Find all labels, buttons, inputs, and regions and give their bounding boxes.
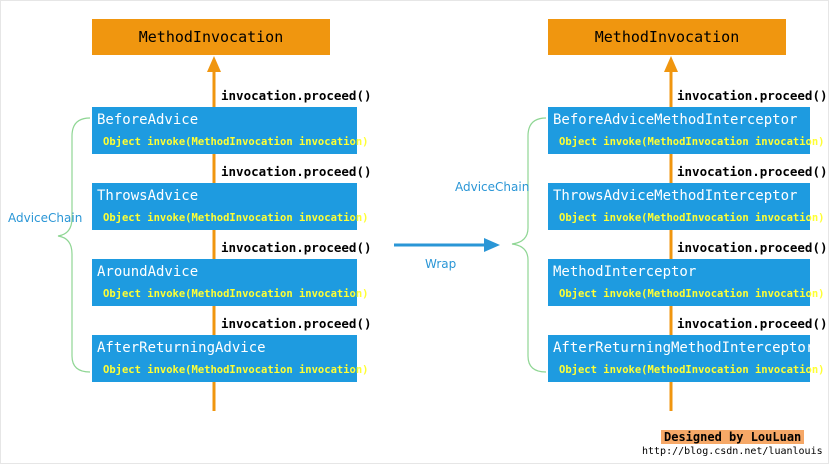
wrap-label: Wrap	[425, 257, 457, 271]
right-proceed-label: invocation.proceed()	[677, 88, 828, 103]
left-advice-box-after-returning: AfterReturningAdvice Object invoke(Metho…	[92, 335, 369, 382]
left-proceed-arrow-head	[207, 56, 221, 72]
left-proceed-label: invocation.proceed()	[221, 164, 372, 179]
interceptor-method-signature: Object invoke(MethodInvocation invocatio…	[559, 364, 825, 376]
advice-method-signature: Object invoke(MethodInvocation invocatio…	[103, 364, 369, 376]
left-advice-chain-brace	[57, 117, 91, 373]
left-method-invocation-title: MethodInvocation	[138, 28, 284, 46]
left-advice-box-throws: ThrowsAdvice Object invoke(MethodInvocat…	[92, 183, 369, 230]
left-proceed-label: invocation.proceed()	[221, 240, 372, 255]
right-method-invocation-title: MethodInvocation	[594, 28, 740, 46]
left-proceed-label: invocation.proceed()	[221, 88, 372, 103]
left-advice-box-around: AroundAdvice Object invoke(MethodInvocat…	[92, 259, 369, 306]
right-interceptor-box-after-returning: AfterReturningMethodInterceptor Object i…	[548, 335, 825, 382]
interceptor-method-signature: Object invoke(MethodInvocation invocatio…	[559, 288, 825, 300]
right-proceed-label: invocation.proceed()	[677, 240, 828, 255]
right-interceptor-box-before: BeforeAdviceMethodInterceptor Object inv…	[548, 107, 825, 154]
wrap-arrow-head	[484, 238, 500, 252]
right-interceptor-box-throws: ThrowsAdviceMethodInterceptor Object inv…	[548, 183, 825, 230]
left-advice-box-before: BeforeAdvice Object invoke(MethodInvocat…	[92, 107, 369, 154]
advice-method-signature: Object invoke(MethodInvocation invocatio…	[103, 288, 369, 300]
right-advice-chain-label: AdviceChain	[455, 180, 530, 194]
designer-credit: Designed by LouLuan	[661, 430, 805, 444]
blog-url: http://blog.csdn.net/luanlouis	[642, 446, 823, 457]
advice-name: AroundAdvice	[97, 264, 199, 280]
left-method-invocation-box: MethodInvocation	[92, 19, 330, 55]
interceptor-name: MethodInterceptor	[553, 264, 697, 280]
advice-name: AfterReturningAdvice	[97, 340, 266, 356]
advice-name: BeforeAdvice	[97, 112, 199, 128]
right-method-invocation-box: MethodInvocation	[548, 19, 786, 55]
interceptor-method-signature: Object invoke(MethodInvocation invocatio…	[559, 136, 825, 148]
right-proceed-arrow-head	[664, 56, 678, 72]
left-proceed-label: invocation.proceed()	[221, 316, 372, 331]
advice-method-signature: Object invoke(MethodInvocation invocatio…	[103, 136, 369, 148]
left-advice-chain-label: AdviceChain	[8, 211, 83, 225]
right-proceed-label: invocation.proceed()	[677, 164, 828, 179]
right-advice-chain-brace	[511, 117, 547, 373]
right-proceed-label: invocation.proceed()	[677, 316, 828, 331]
interceptor-method-signature: Object invoke(MethodInvocation invocatio…	[559, 212, 825, 224]
advice-method-signature: Object invoke(MethodInvocation invocatio…	[103, 212, 369, 224]
interceptor-name: BeforeAdviceMethodInterceptor	[553, 112, 798, 128]
advice-name: ThrowsAdvice	[97, 188, 199, 204]
interceptor-name: ThrowsAdviceMethodInterceptor	[553, 188, 798, 204]
interceptor-name: AfterReturningMethodInterceptor	[553, 340, 815, 356]
right-interceptor-box-method: MethodInterceptor Object invoke(MethodIn…	[548, 259, 825, 306]
